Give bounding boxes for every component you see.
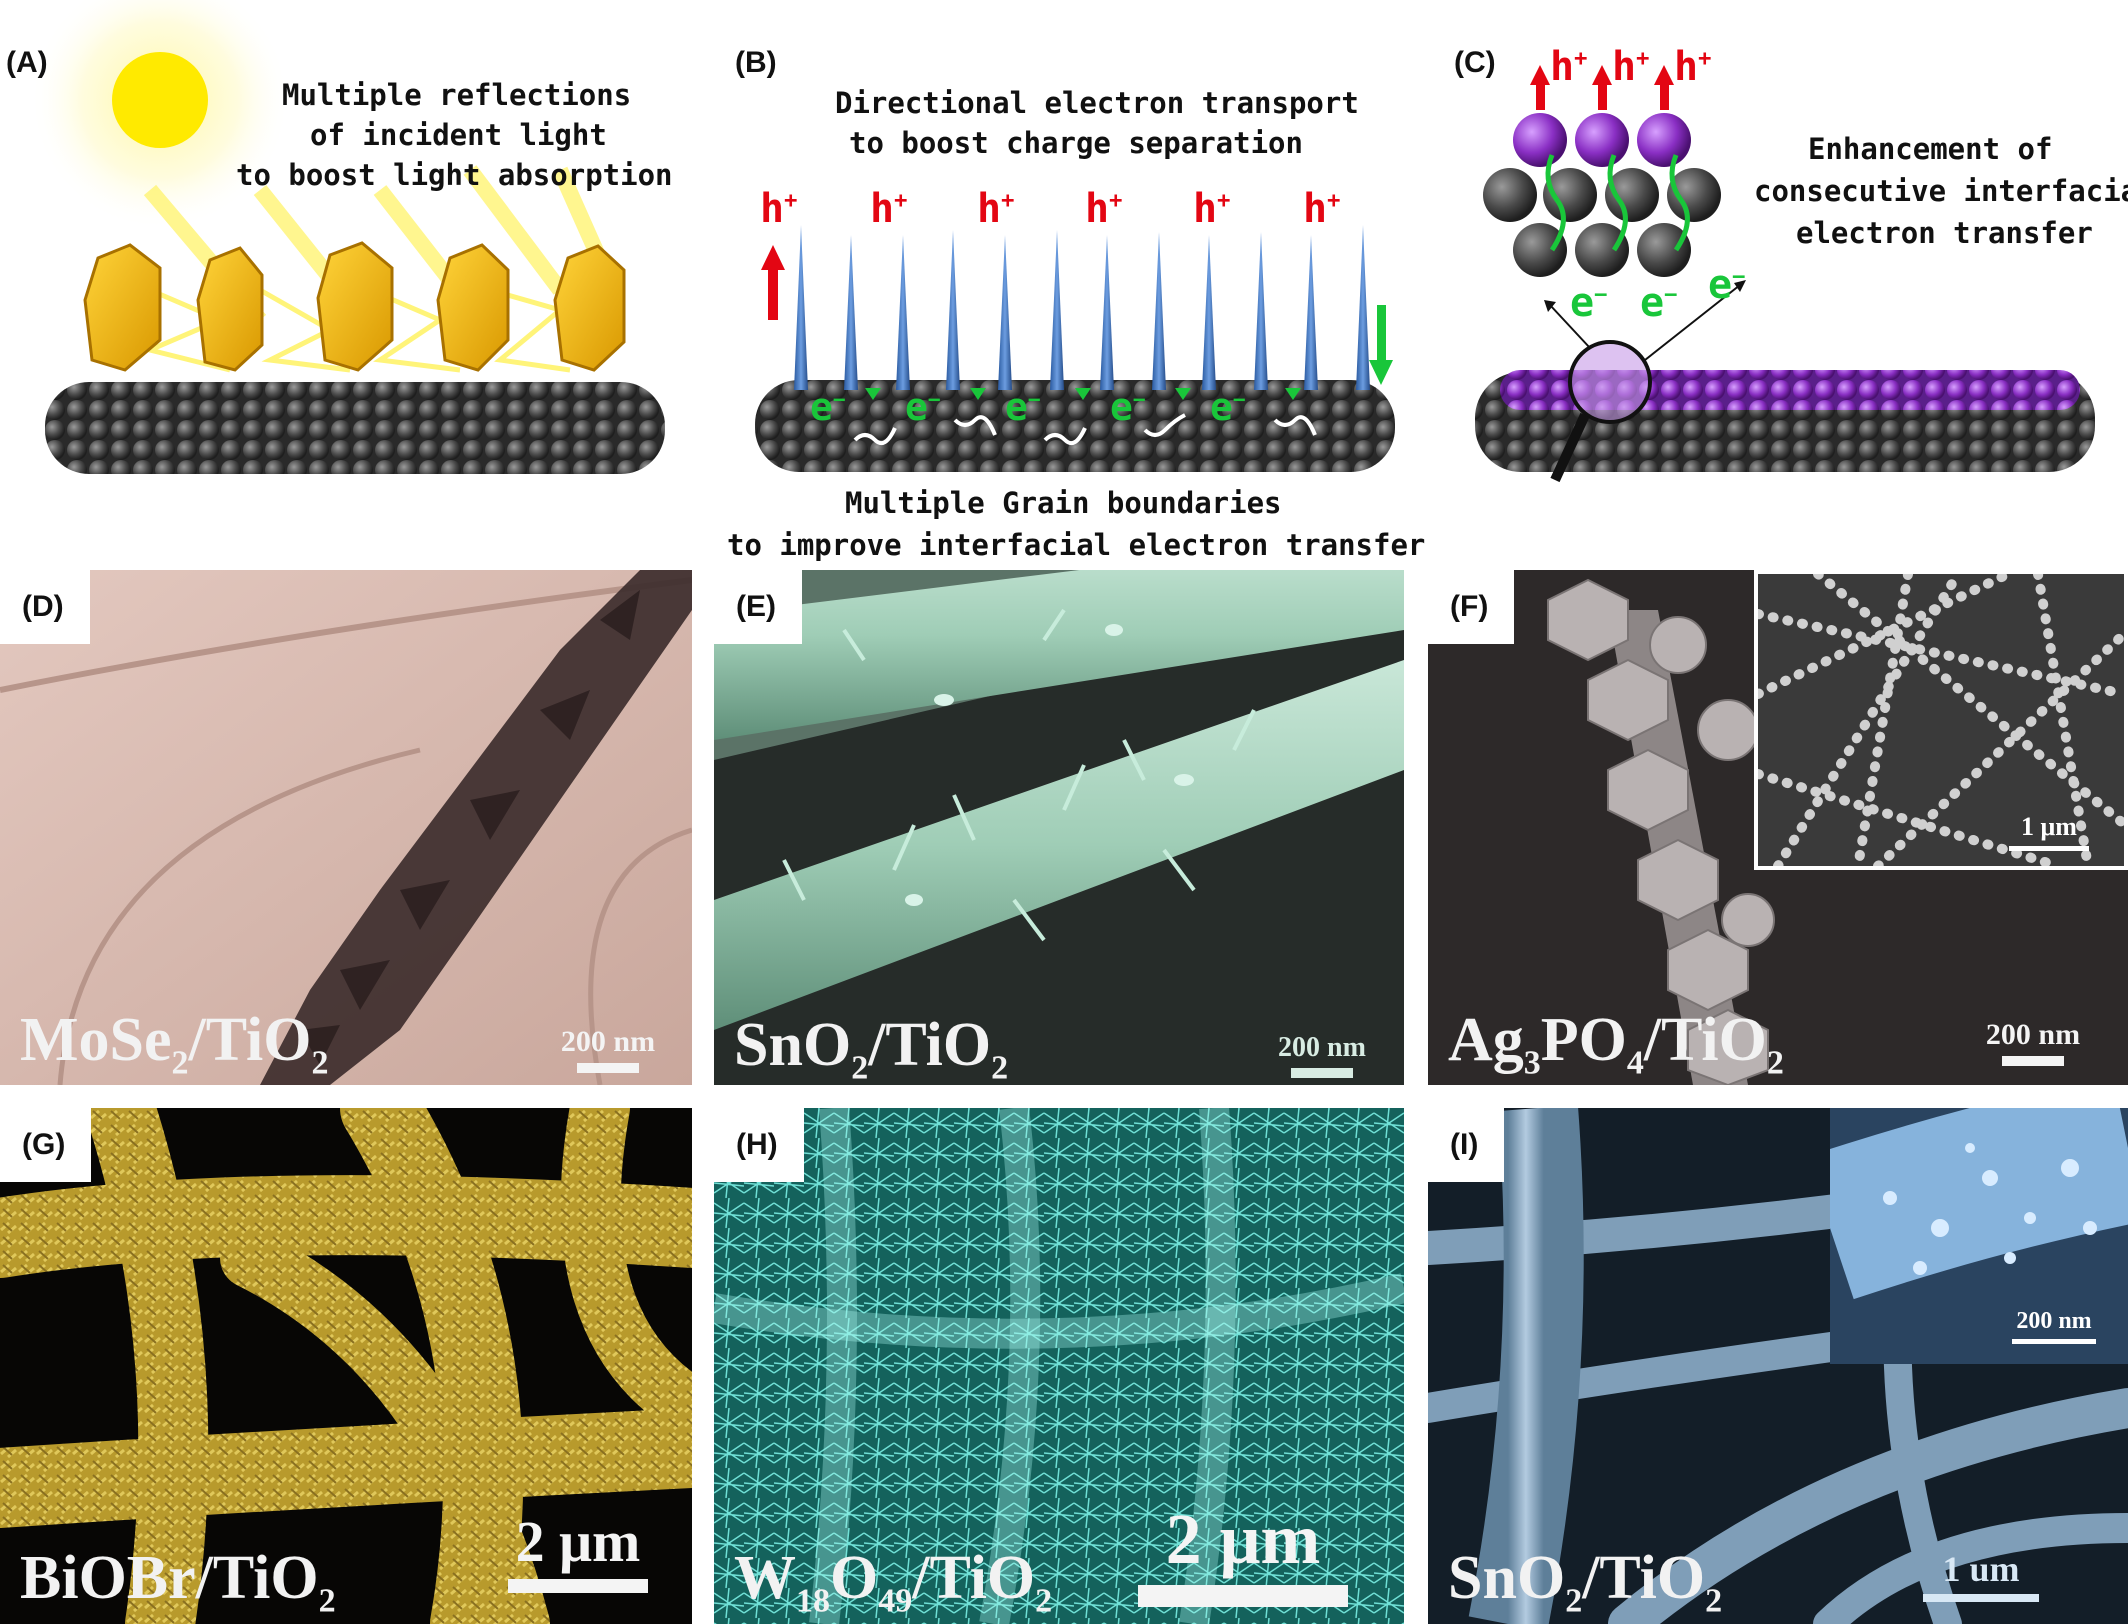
panel-h: (H) W18O49/TiO2 2 μm bbox=[714, 1108, 1404, 1624]
electron-label: e− bbox=[1210, 385, 1246, 429]
panel-b-diagram bbox=[755, 225, 1395, 472]
sem-image-sno2 bbox=[714, 570, 1404, 1085]
panel-label: (A) bbox=[6, 46, 48, 79]
panel-c-diagram bbox=[1475, 65, 2095, 483]
scale-label: 2 μm bbox=[1165, 1499, 1321, 1579]
hole-arrow-icon bbox=[761, 245, 785, 320]
inset-sem-image bbox=[1758, 574, 2124, 866]
scale-label: 200 nm bbox=[560, 1025, 656, 1058]
panel-label: (C) bbox=[1454, 46, 1496, 79]
scale-label: 2 μm bbox=[515, 1509, 641, 1574]
inset-image: 200 nm bbox=[1830, 1108, 2128, 1364]
material-caption: SnO2/TiO2 bbox=[734, 1011, 1009, 1085]
material-caption: MoSe2/TiO2 bbox=[20, 1006, 329, 1082]
hole-label: h+ bbox=[977, 186, 1015, 232]
hole-label: h+ bbox=[760, 186, 798, 232]
scale-bar: 2 μm bbox=[488, 1508, 668, 1593]
hole-label: h+ bbox=[1193, 186, 1231, 232]
substrate bbox=[45, 382, 665, 474]
panel-label: (F) bbox=[1428, 570, 1515, 644]
panel-d: (D) MoSe2/TiO2 200 nm bbox=[0, 570, 692, 1085]
sem-image-biobr bbox=[0, 1108, 692, 1624]
electron-transfer-arrows bbox=[865, 388, 1301, 400]
reflection-text-line-3: to boost light absorption bbox=[236, 158, 673, 192]
scale-bar: 200 nm bbox=[1262, 1032, 1382, 1078]
panel-label: (H) bbox=[714, 1108, 804, 1182]
panel-label: (G) bbox=[0, 1108, 92, 1182]
grain-text-line-2: to improve interfacial electron transfer bbox=[727, 528, 1426, 562]
hole-label: h+ bbox=[870, 186, 908, 232]
electron-label: e− bbox=[1110, 385, 1146, 429]
scale-bar: 200 nm bbox=[1968, 1018, 2098, 1066]
electron-label: e− bbox=[810, 385, 846, 429]
panel-b: (B) Directional electron transport to bo… bbox=[715, 0, 1430, 570]
scale-label: 1 μm bbox=[2021, 812, 2077, 841]
inset-scale-bar: 200 nm bbox=[1994, 1308, 2114, 1344]
hole-label: h+ bbox=[1674, 44, 1712, 90]
hole-label: h+ bbox=[1085, 186, 1123, 232]
hole-label: h+ bbox=[1612, 44, 1650, 90]
atom-cluster bbox=[1483, 113, 1721, 277]
material-caption: W18O49/TiO2 bbox=[734, 1544, 1053, 1620]
electron-label: e− bbox=[1708, 262, 1746, 308]
grain-text-line-1: Multiple Grain boundaries bbox=[845, 486, 1282, 520]
enhancement-text-line-1: Enhancement of bbox=[1808, 132, 2053, 166]
material-caption: SnO2/TiO2 bbox=[1448, 1544, 1723, 1620]
panel-label: (I) bbox=[1428, 1108, 1505, 1182]
panel-g: (G) BiOBr/TiO2 2 μm bbox=[0, 1108, 692, 1624]
panel-i: 200 nm (I) SnO2/TiO2 1 um bbox=[1428, 1108, 2128, 1624]
panel-e: (E) SnO2/TiO2 200 nm bbox=[714, 570, 1404, 1085]
scale-label: 1 um bbox=[1942, 1549, 2020, 1589]
magnifier-icon bbox=[1544, 280, 1746, 483]
panel-f: 1 μm (F) Ag3PO4/TiO2 200 nm bbox=[1428, 570, 2128, 1085]
transport-text-line-2: to boost charge separation bbox=[849, 126, 1303, 160]
electron-label: e− bbox=[1570, 280, 1608, 326]
panel-a-diagram bbox=[30, 0, 665, 474]
nanorods bbox=[794, 225, 1370, 390]
grain-boundary-arrows bbox=[853, 413, 1317, 445]
panel-label: (B) bbox=[735, 46, 777, 79]
panel-label: (D) bbox=[0, 570, 90, 644]
scale-label: 200 nm bbox=[1278, 1032, 1366, 1063]
substrate bbox=[755, 380, 1395, 472]
scale-bar: 1 um bbox=[1896, 1548, 2066, 1602]
hole-arrows bbox=[1530, 65, 1674, 110]
sem-image-w18o49 bbox=[714, 1108, 1404, 1624]
panel-c: (C) h+ h+ h+ e− e− e− Enhancement of con… bbox=[1440, 0, 2128, 540]
electron-paths bbox=[1545, 154, 1690, 252]
inset-scale-bar: 1 μm bbox=[1994, 812, 2104, 851]
material-caption: Ag3PO4/TiO2 bbox=[1448, 1006, 1784, 1082]
scale-bar: 200 nm bbox=[548, 1025, 668, 1073]
hole-label: h+ bbox=[1303, 186, 1341, 232]
electron-label: e− bbox=[905, 385, 941, 429]
material-caption: BiOBr/TiO2 bbox=[20, 1544, 336, 1620]
hole-label: h+ bbox=[1550, 44, 1588, 90]
tem-image-mose2 bbox=[0, 570, 692, 1085]
inset-sem-image bbox=[1830, 1108, 2128, 1364]
panel-a: (A) Multiple reflections of incident lig… bbox=[0, 0, 700, 540]
scale-label: 200 nm bbox=[1985, 1018, 2081, 1051]
electron-label: e− bbox=[1005, 385, 1041, 429]
sem-image-sno2-tio2 bbox=[1428, 1108, 2128, 1624]
transport-text-line-1: Directional electron transport bbox=[835, 86, 1359, 120]
inset-image: 1 μm bbox=[1754, 570, 2128, 870]
electron-label: e− bbox=[1640, 280, 1678, 326]
scale-label: 200 nm bbox=[2016, 1308, 2092, 1334]
electron-arrow-icon bbox=[1369, 305, 1393, 385]
panel-label: (E) bbox=[714, 570, 802, 644]
sun-icon bbox=[112, 52, 208, 148]
reflection-text-line-2: of incident light bbox=[310, 118, 607, 152]
hexagonal-crystals bbox=[83, 241, 626, 372]
enhancement-text-line-2: consecutive interfacial bbox=[1754, 174, 2128, 208]
enhancement-text-line-3: electron transfer bbox=[1796, 216, 2093, 250]
reflection-text-line-1: Multiple reflections bbox=[282, 78, 632, 112]
scale-bar: 2 μm bbox=[1128, 1498, 1358, 1607]
